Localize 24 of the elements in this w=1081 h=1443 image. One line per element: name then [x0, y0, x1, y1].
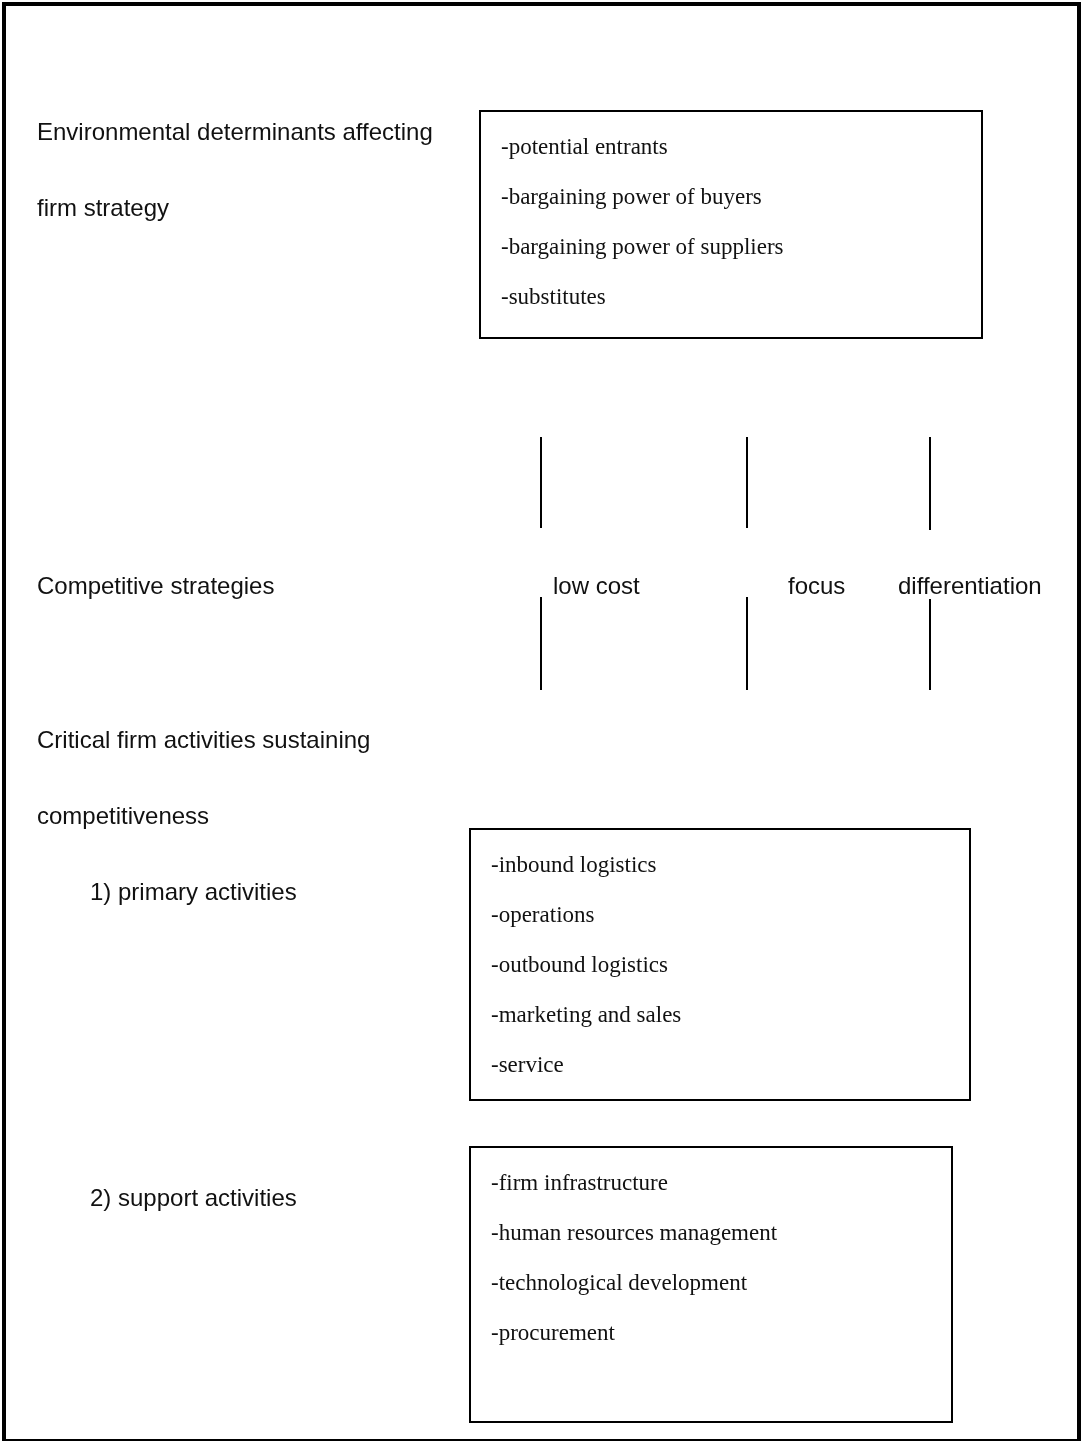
list-item: -firm infrastructure — [491, 1169, 668, 1197]
list-item: -service — [491, 1051, 564, 1079]
list-item: -procurement — [491, 1319, 615, 1347]
activity-label: 2) support activities — [90, 1183, 297, 1213]
list-item: -potential entrants — [501, 133, 668, 161]
list-item: -outbound logistics — [491, 951, 668, 979]
strategy-label: differentiation — [898, 571, 1042, 601]
list-item: -substitutes — [501, 283, 606, 311]
list-item: -technological development — [491, 1269, 748, 1297]
list-box — [469, 828, 971, 1101]
list-box — [479, 110, 983, 339]
list-item: -marketing and sales — [491, 1001, 682, 1029]
activity-label: 1) primary activities — [90, 877, 297, 907]
list-item: -inbound logistics — [491, 851, 657, 879]
list-box — [469, 1146, 953, 1423]
list-item: -bargaining power of suppliers — [501, 233, 784, 261]
heading-text: Environmental determinants affecting firm strategy — [37, 117, 434, 223]
list-item: -operations — [491, 901, 595, 929]
strategy-label: focus — [788, 571, 846, 601]
strategy-label: low cost — [553, 571, 640, 601]
heading-text: Critical firm activities sustaining competitiveness — [37, 725, 372, 831]
list-item: -bargaining power of buyers — [501, 183, 762, 211]
list-item: -human resources management — [491, 1219, 778, 1247]
heading-text: Competitive strategies — [37, 571, 276, 601]
